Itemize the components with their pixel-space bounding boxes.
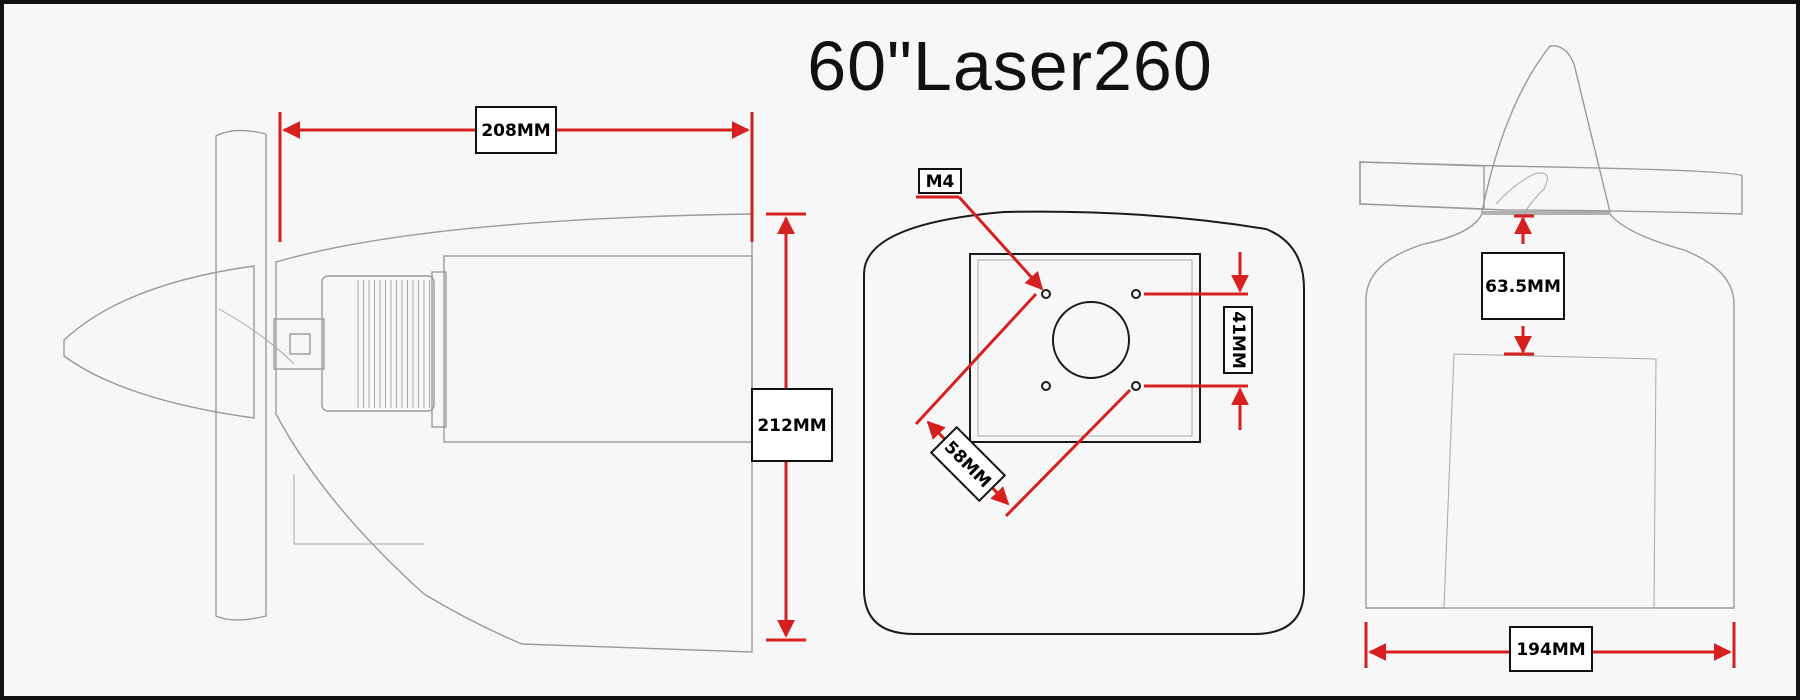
dim-58-right-extension <box>1004 388 1132 518</box>
dim-58-label-box <box>929 425 1007 503</box>
dim-63-label-box <box>1481 252 1565 320</box>
mount-hole-br <box>1131 381 1141 391</box>
dim-63-label: 63.5MM <box>1485 277 1561 297</box>
technical-drawing: 60"Laser260 208MM 212MM <box>63 27 1743 672</box>
center-hole <box>1052 301 1130 379</box>
spinner-cutout <box>1495 172 1548 215</box>
motor-flange <box>431 271 447 428</box>
prop-blade-right <box>1359 161 1743 215</box>
dim-194-label-box <box>1509 626 1593 672</box>
mount-hole-tl <box>1041 289 1051 299</box>
dim-194-label: 194MM <box>1516 640 1585 660</box>
cowl-top-outline <box>1365 213 1735 609</box>
cowl-outline <box>275 213 753 653</box>
propeller-blade <box>215 129 267 621</box>
dim-212-label-box <box>751 388 833 462</box>
motor-mount-box <box>443 255 753 443</box>
motor-shaft-adapter <box>273 318 325 370</box>
mount-hole-tr <box>1131 289 1141 299</box>
dim-212-label: 212MM <box>757 416 826 436</box>
prop-blade-left <box>1359 161 1485 210</box>
motor-mount-plate <box>969 253 1201 443</box>
mount-hole-bl <box>1041 381 1051 391</box>
m4-label-box <box>918 168 962 194</box>
motor-shaft <box>289 333 311 355</box>
dim-41-label: 41MM <box>1228 311 1248 369</box>
fuselage-outline <box>1443 353 1657 609</box>
dim-58-left-extension <box>914 292 1038 426</box>
motor <box>273 255 753 443</box>
front-view: M4 41MM 58MM <box>863 168 1305 635</box>
motor-fins <box>357 280 430 408</box>
cowl-lower-detail <box>293 474 424 545</box>
dim-208-label-box <box>475 106 557 154</box>
m4-leader <box>957 195 1044 291</box>
dim-41-label-box <box>1223 306 1253 374</box>
drawing-title: 60"Laser260 <box>807 27 1213 105</box>
spinner-top <box>1481 45 1611 213</box>
side-view: 208MM 212MM <box>63 106 833 653</box>
m4-label: M4 <box>926 172 955 192</box>
motor-mount-inner <box>977 259 1193 437</box>
firewall-outline <box>863 210 1305 635</box>
dim-208-label: 208MM <box>481 121 550 141</box>
spinner-detail <box>218 308 295 365</box>
motor-can <box>321 275 435 412</box>
spinner <box>63 265 255 419</box>
top-view: 63.5MM 194MM <box>1359 45 1743 672</box>
